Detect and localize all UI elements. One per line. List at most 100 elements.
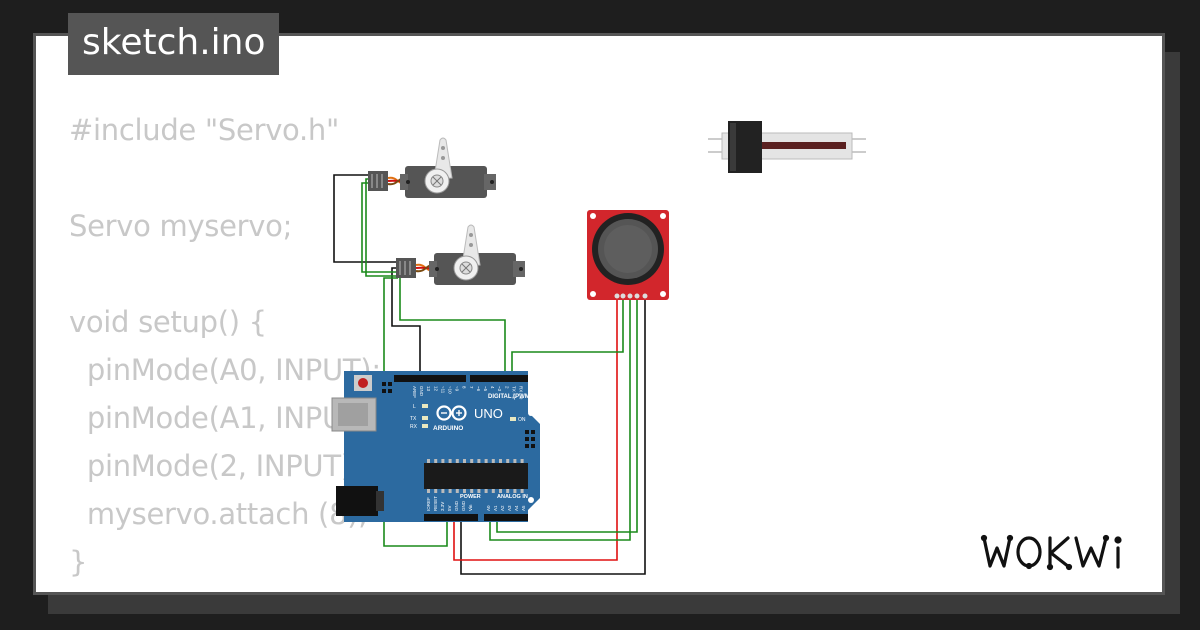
pin-label: 4 [490,386,495,389]
pin-label: A0 [486,505,491,511]
servo-connector [368,171,388,191]
rx-led-label: RX [410,424,418,430]
power-jack [336,486,378,516]
power-header [424,514,478,521]
pin-label: TX→1 [511,386,516,399]
code-line: Servo myservo; [69,209,293,243]
digital-header-right [470,375,528,382]
pin-label: ~6 [476,386,481,392]
servo-bottom[interactable] [396,224,525,285]
wire-servo-top-signal [361,182,396,273]
wires [333,174,646,575]
chip-pin [520,459,524,463]
chip-pin [470,489,474,493]
chip-pin [463,489,466,493]
wire-gnd-to-board [391,267,421,376]
chip-pin [513,489,517,493]
pin-label: 12 [433,386,438,392]
tx-led-label: TX [410,416,417,422]
pin-label: 3.3V [440,502,445,511]
servo-connector [396,258,416,278]
board-model-label: UNO [474,406,503,421]
pot-track [760,142,846,149]
digital-header-label: DIGITAL (PWM ~) [488,394,537,400]
pin-label: IOREF [426,497,431,511]
chip-pin [434,489,438,493]
pin-label: 8 [462,386,467,389]
arduino-logo-icon [436,405,467,421]
code-line: pinMode(2, INPUT); [69,449,362,483]
chip-pin [455,489,459,493]
pin-label: A2 [500,505,505,511]
chip-pin [499,489,502,493]
pin-label: RX←0 [519,386,524,400]
l-led-label: L [413,404,416,410]
preview-card: #include "Servo.h" Servo myservo; void s… [33,33,1165,595]
chip-pin [448,489,452,493]
chip-pin [427,489,430,493]
chip-pin [477,489,481,493]
pin-label: ~3 [497,386,502,392]
pin-label: GND [461,500,466,511]
atmega-chip [424,463,528,489]
code-line: void setup() { [69,305,267,339]
wokwi-logo [980,534,1122,571]
chip-pin [441,489,445,493]
pin-label: 2 [504,386,509,389]
chip-pin [499,459,502,463]
chip-pin [491,459,495,463]
pin-label: GND [419,386,424,397]
pin-label: A5 [521,505,526,511]
pin-label: AREF [412,386,417,398]
digital-header-left [394,375,466,382]
pin-label: A4 [514,505,519,511]
chip-pin [484,489,488,493]
wire-joystick-sel [511,298,624,376]
code-line: } [69,545,88,579]
analog-label: ANALOG IN [497,494,528,500]
wire-gnd-servo-top [333,174,396,263]
chip-pin [513,459,517,463]
pin-label: A3 [507,505,512,511]
pin-label: GND [454,500,459,511]
chip-pin [463,459,466,463]
wire-servo-bottom-signal [399,270,506,376]
joystick-pins [614,293,648,299]
chip-pin [506,459,510,463]
pin-label: RESET [433,496,438,511]
pin-label: 5V [447,505,452,511]
pin-label: A1 [493,505,498,511]
chip-pin [470,459,474,463]
wire-gnd-joystick [460,298,646,575]
pin-label: 13 [426,386,431,392]
chip-pin [491,489,495,493]
chip-pin [434,459,438,463]
pin-label: ~5 [483,386,488,392]
code-line: pinMode(A0, INPUT); [69,353,381,387]
pin-label: Vin [468,504,473,511]
code-line: #include "Servo.h" [69,113,340,147]
pin-label: ~9 [455,386,460,392]
chip-pin [484,459,488,463]
wire-joystick-vry [496,298,638,533]
wire-servo-power-left [383,277,448,547]
slide-potentiometer[interactable] [708,121,866,173]
chip-pin [477,459,481,463]
wire-joystick-vrx [489,298,631,541]
pin-label: ~10 [448,386,453,394]
chip-pin [455,459,459,463]
analog-joystick[interactable] [587,210,669,300]
pin-label: ~11 [440,386,445,394]
chip-pin [441,459,445,463]
pin-label: 7 [469,386,474,389]
board-brand-label: ARDUINO [433,425,463,432]
chip-pin [520,489,524,493]
on-led-label: ON [518,417,526,423]
power-label: POWER [460,494,481,500]
servo-top[interactable] [368,137,496,198]
sketch-filename-tab: sketch.ino [68,13,280,75]
